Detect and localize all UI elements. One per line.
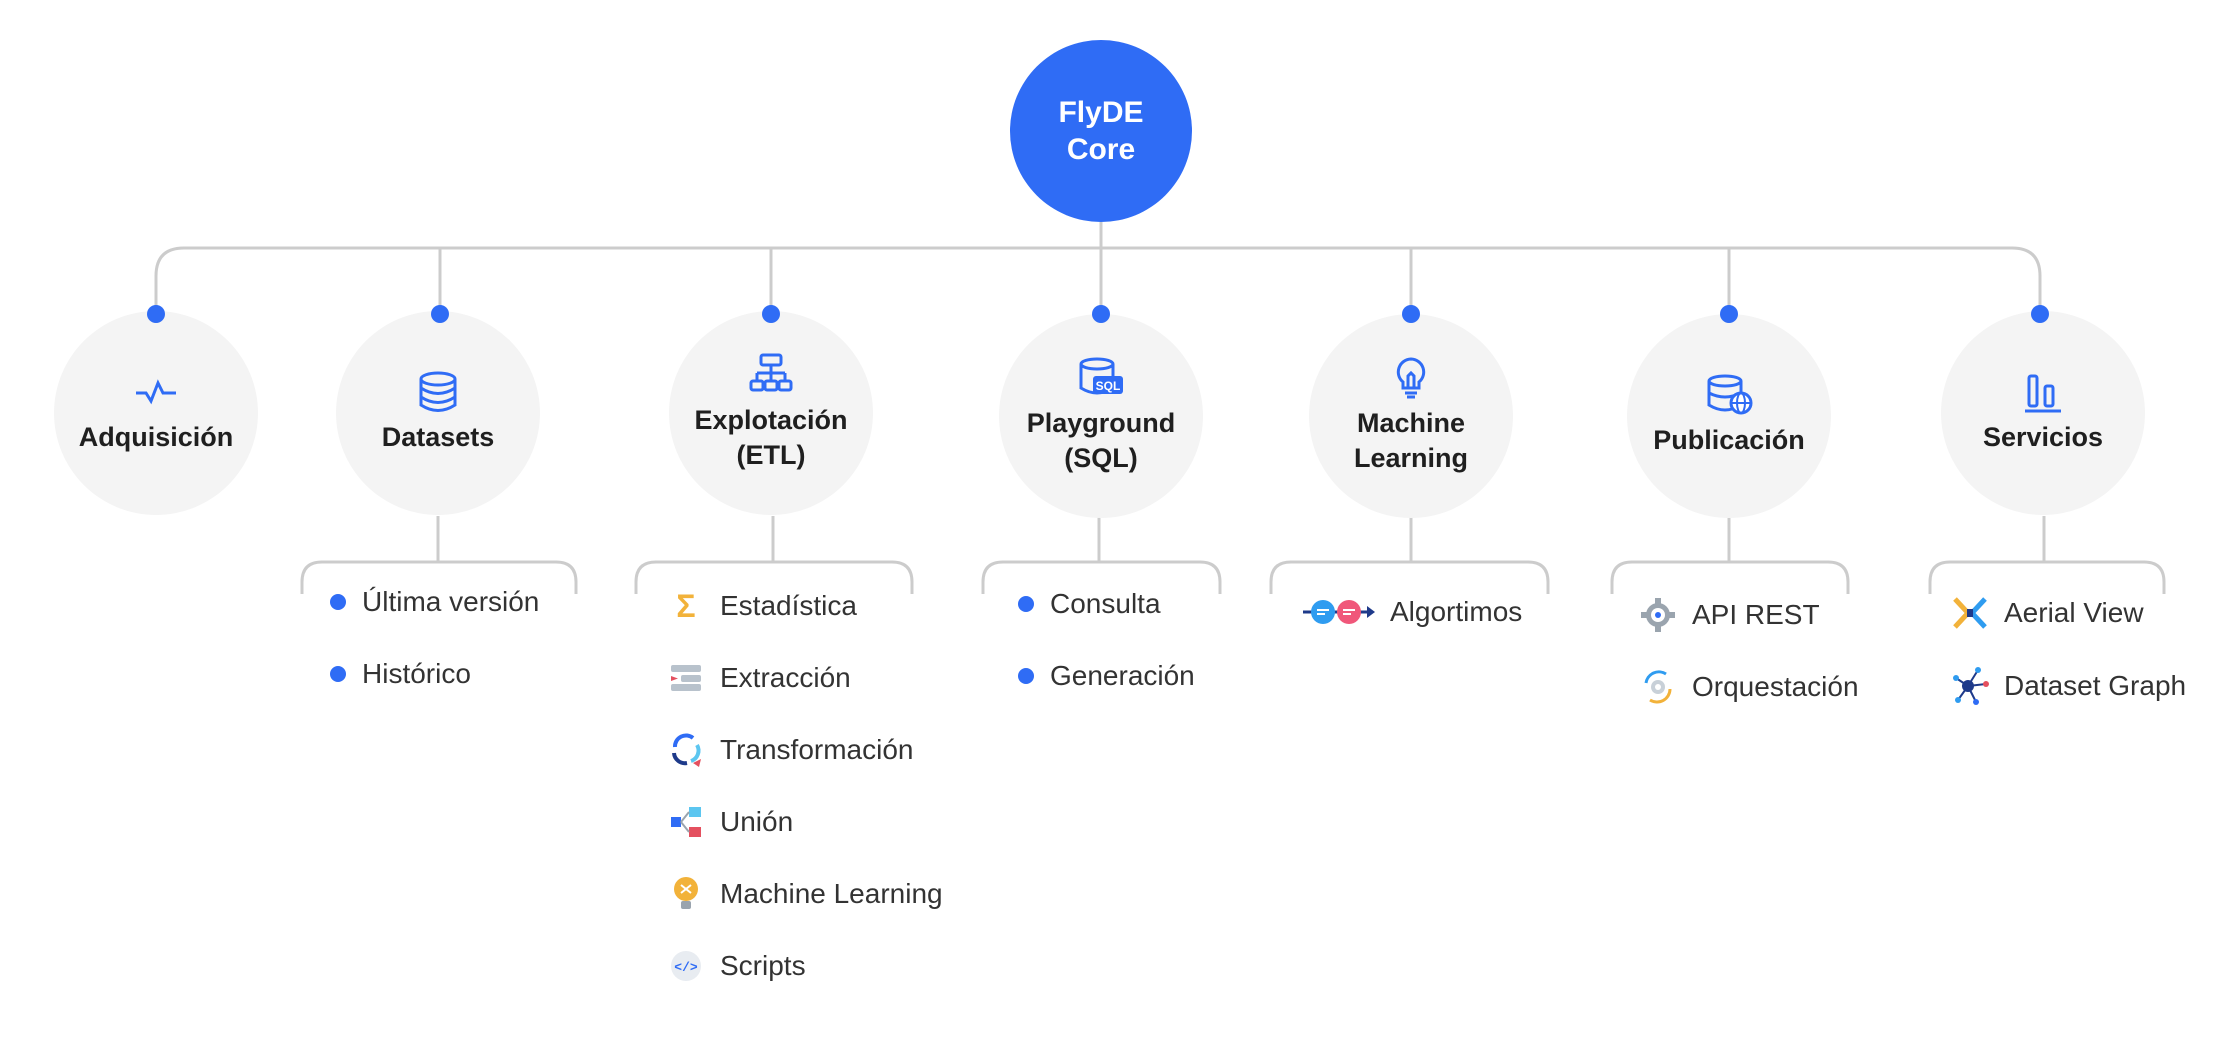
list-item: Dataset Graph bbox=[1950, 666, 2186, 706]
list-item: Consulta bbox=[1010, 588, 1161, 620]
list-item: Aerial View bbox=[1950, 593, 2144, 633]
bullet-dot bbox=[330, 666, 346, 682]
list-item: Histórico bbox=[322, 658, 471, 690]
list-item: Última versión bbox=[322, 586, 539, 618]
connector-dot bbox=[762, 305, 780, 323]
node-playground: SQL Playground (SQL) bbox=[999, 314, 1203, 518]
node-label: Servicios bbox=[1982, 422, 2104, 453]
node-label: Publicación bbox=[1653, 425, 1805, 456]
node-explotacion: Explotación (ETL) bbox=[669, 311, 873, 515]
core-node: FlyDE Core bbox=[1010, 40, 1192, 222]
bullet-dot bbox=[330, 594, 346, 610]
bullet-dot bbox=[1018, 596, 1034, 612]
node-adquisicion: Adquisición bbox=[54, 311, 258, 515]
transform-icon bbox=[666, 730, 706, 770]
node-machine-learning: Machine Learning bbox=[1309, 314, 1513, 518]
list-item: Algortimos bbox=[1300, 592, 1522, 632]
node-label: Playground (SQL) bbox=[1026, 407, 1176, 473]
list-item: Orquestación bbox=[1638, 667, 1859, 707]
graph-icon bbox=[1950, 666, 1990, 706]
list-item: Transformación bbox=[666, 730, 913, 770]
gear-api-icon bbox=[1638, 595, 1678, 635]
core-title-line2: Core bbox=[1066, 133, 1136, 166]
connector-dot bbox=[431, 305, 449, 323]
connector-dot bbox=[1402, 305, 1420, 323]
node-label: Explotación (ETL) bbox=[694, 404, 848, 470]
union-icon bbox=[666, 802, 706, 842]
core-title-line1: FlyDE bbox=[1058, 95, 1144, 129]
aerial-view-icon bbox=[1950, 593, 1990, 633]
orchestration-icon bbox=[1638, 667, 1678, 707]
list-item: Machine Learning bbox=[666, 874, 943, 914]
hierarchy-icon bbox=[747, 353, 795, 397]
database-globe-icon bbox=[1705, 373, 1753, 417]
pulse-icon bbox=[132, 370, 180, 414]
lightbulb-icon bbox=[1387, 356, 1435, 400]
node-label: Adquisición bbox=[78, 422, 234, 453]
database-icon bbox=[414, 370, 462, 414]
bar-chart-icon bbox=[2019, 370, 2067, 414]
node-publicacion: Publicación bbox=[1627, 314, 1831, 518]
extract-icon bbox=[666, 658, 706, 698]
code-icon: </> bbox=[666, 946, 706, 986]
list-item: </> Scripts bbox=[666, 946, 806, 986]
connector-dot bbox=[1720, 305, 1738, 323]
ml-bulb-icon bbox=[666, 874, 706, 914]
list-item: Generación bbox=[1010, 660, 1195, 692]
pipeline-icon bbox=[1300, 592, 1376, 632]
svg-text:SQL: SQL bbox=[1096, 379, 1121, 393]
sql-database-icon: SQL bbox=[1077, 356, 1125, 400]
node-label: Datasets bbox=[381, 422, 495, 453]
node-servicios: Servicios bbox=[1941, 311, 2145, 515]
list-item: API REST bbox=[1638, 595, 1820, 635]
connector-dot bbox=[147, 305, 165, 323]
list-item: Unión bbox=[666, 802, 793, 842]
node-datasets: Datasets bbox=[336, 311, 540, 515]
bullet-dot bbox=[1018, 668, 1034, 684]
list-item: Extracción bbox=[666, 658, 851, 698]
connector-dot bbox=[2031, 305, 2049, 323]
sigma-icon: Σ bbox=[676, 587, 696, 624]
svg-text:</>: </> bbox=[674, 960, 698, 975]
node-label: Machine Learning bbox=[1353, 407, 1468, 473]
connector-dot bbox=[1092, 305, 1110, 323]
list-item: Σ Estadística bbox=[666, 586, 857, 626]
